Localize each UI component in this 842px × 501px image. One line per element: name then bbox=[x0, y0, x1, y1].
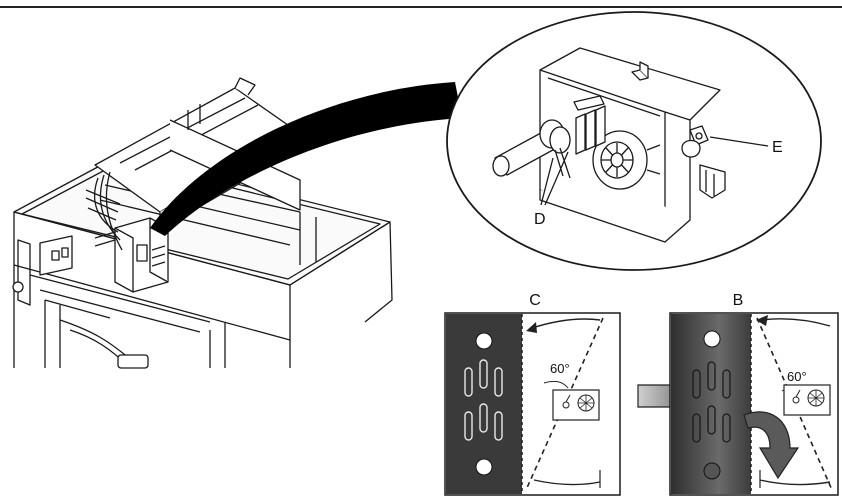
panel-c-hole-bottom bbox=[475, 458, 493, 476]
panel-b-pointer-icon bbox=[792, 396, 800, 404]
panel-b-bottom-arc bbox=[759, 479, 831, 486]
zoom-leader bbox=[150, 82, 462, 236]
panel-c: 60° bbox=[444, 312, 621, 496]
label-e: E bbox=[772, 139, 783, 156]
panel-c-angle-arc bbox=[543, 380, 569, 389]
label-c: C bbox=[529, 292, 541, 309]
label-d-pointers bbox=[540, 151, 569, 206]
panel-b-slots bbox=[692, 361, 731, 443]
actuator-unit bbox=[85, 171, 169, 293]
panel-b-top-arc bbox=[761, 318, 831, 327]
panel-b-hole-top bbox=[703, 330, 721, 348]
label-b: B bbox=[733, 292, 744, 309]
panel-c-pointer-icon bbox=[562, 401, 570, 409]
rotation-arrow bbox=[743, 411, 800, 480]
panel-b-angle: 60° bbox=[787, 369, 807, 384]
panel-b: 60° bbox=[669, 312, 839, 496]
label-e-pointer bbox=[709, 136, 769, 147]
actuator-detail bbox=[492, 47, 726, 243]
panel-b-indicator-box bbox=[783, 384, 831, 416]
panel-c-top-arc bbox=[531, 318, 601, 329]
panel-b-hole-bottom bbox=[703, 462, 721, 480]
panel-c-angle: 60° bbox=[550, 361, 570, 376]
panel-c-bottom-arc bbox=[533, 479, 601, 486]
panel-c-hole-top bbox=[475, 332, 493, 350]
label-d: D bbox=[534, 211, 546, 228]
damper-housing bbox=[12, 154, 393, 369]
panel-c-slots bbox=[464, 359, 503, 441]
